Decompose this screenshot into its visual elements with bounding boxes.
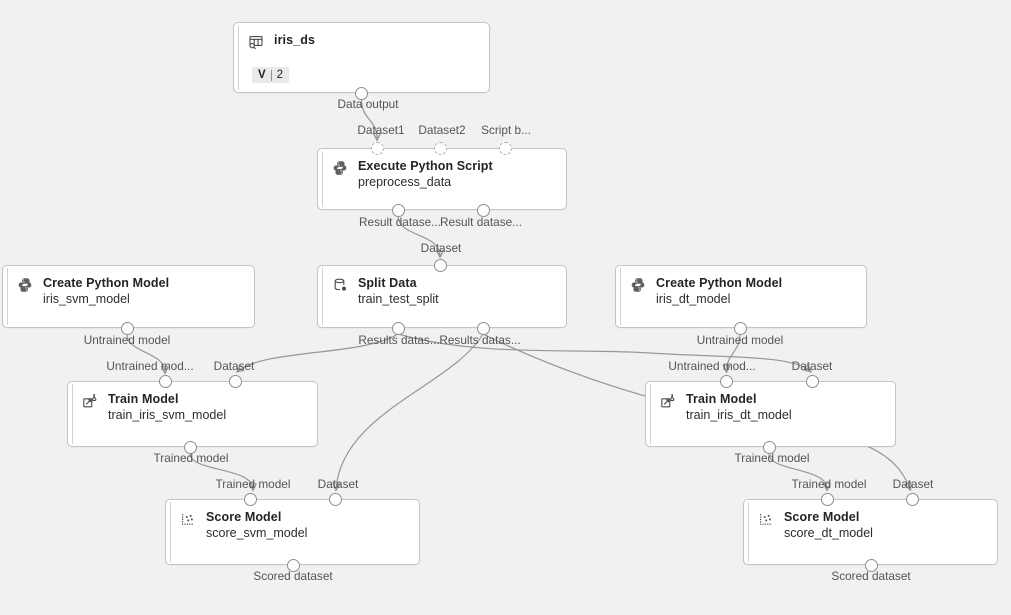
port-split-dataset-input[interactable] xyxy=(433,258,447,272)
edge-split1-to-trainsvm[interactable] xyxy=(238,333,399,371)
port-trainsvm-trained-output[interactable] xyxy=(183,440,197,454)
python-icon xyxy=(630,277,646,293)
edge-split2-to-scoresvm[interactable] xyxy=(336,333,484,489)
port-label-untrained-mod: Untrained mod... xyxy=(668,359,756,373)
port-irisds-data-output[interactable] xyxy=(355,86,368,100)
score-model-icon xyxy=(758,511,774,527)
python-icon xyxy=(17,277,33,293)
port-label-dataset: Dataset xyxy=(892,477,934,491)
node-subtitle: iris_svm_model xyxy=(43,292,130,306)
port-label-dataset: Dataset xyxy=(420,241,462,255)
node-subtitle: preprocess_data xyxy=(358,175,452,189)
node-score-model-svm[interactable]: Score Model score_svm_model xyxy=(165,499,420,565)
port-scoredt-dataset-input[interactable] xyxy=(905,492,919,506)
dataset-icon xyxy=(248,34,264,50)
node-title: Execute Python Script xyxy=(358,159,493,173)
train-model-icon xyxy=(660,393,676,409)
port-trainsvm-dataset-input[interactable] xyxy=(228,374,242,388)
port-traindt-dataset-input[interactable] xyxy=(805,374,819,388)
edge-split1-to-traindt[interactable] xyxy=(397,333,810,371)
port-execute-dataset1-input[interactable] xyxy=(370,141,384,155)
port-execute-dataset2-input[interactable] xyxy=(433,141,447,155)
node-execute-python-script[interactable]: Execute Python Script preprocess_data xyxy=(317,148,567,210)
port-label-result-dataset2: Result datase... xyxy=(440,215,522,229)
port-traindt-untrained-input[interactable] xyxy=(719,374,733,388)
node-title: Train Model xyxy=(686,392,757,406)
port-label-dataset: Dataset xyxy=(317,477,359,491)
port-label-data-output: Data output xyxy=(337,97,399,111)
port-createdt-untrained-output[interactable] xyxy=(733,321,747,335)
port-scoresvm-trained-input[interactable] xyxy=(243,492,257,506)
node-title: Split Data xyxy=(358,276,417,290)
node-title: Create Python Model xyxy=(43,276,170,290)
version-badge[interactable]: V 2 xyxy=(252,67,290,83)
node-subtitle: train_test_split xyxy=(358,292,439,306)
version-badge-divider xyxy=(270,69,272,81)
node-iris-ds[interactable]: iris_ds V 2 xyxy=(233,22,490,93)
node-split-data[interactable]: Split Data train_test_split xyxy=(317,265,567,328)
port-traindt-trained-output[interactable] xyxy=(762,440,776,454)
node-subtitle: iris_dt_model xyxy=(656,292,731,306)
port-label-results-dataset1: Results datas... xyxy=(358,333,440,347)
port-label-dataset: Dataset xyxy=(791,359,833,373)
node-create-python-model-svm[interactable]: Create Python Model iris_svm_model xyxy=(2,265,255,328)
version-badge-label: V xyxy=(258,69,266,81)
node-train-model-svm[interactable]: Train Model train_iris_svm_model xyxy=(67,381,318,447)
port-label-untrained-mod: Untrained mod... xyxy=(106,359,194,373)
node-title: Score Model xyxy=(784,510,860,524)
node-title: iris_ds xyxy=(274,33,316,47)
port-execute-result2-output[interactable] xyxy=(476,203,490,217)
version-badge-value: 2 xyxy=(276,69,284,81)
port-label-untrained-model: Untrained model xyxy=(696,333,784,347)
port-execute-result1-output[interactable] xyxy=(391,203,405,217)
port-label-trained-model: Trained model xyxy=(215,477,291,491)
port-execute-script-bundle-input[interactable] xyxy=(498,141,512,155)
edge-traindt-to-scoredt[interactable] xyxy=(768,453,827,490)
port-label-dataset2: Dataset2 xyxy=(418,123,466,137)
split-data-icon xyxy=(332,277,348,293)
port-scoredt-trained-input[interactable] xyxy=(820,492,834,506)
port-label-script-bundle: Script b... xyxy=(481,123,531,137)
node-subtitle: score_svm_model xyxy=(206,526,308,540)
port-scoredt-scored-output[interactable] xyxy=(864,558,878,572)
port-label-result-dataset1: Result datase... xyxy=(359,215,441,229)
node-subtitle: score_dt_model xyxy=(784,526,873,540)
edge-trainsvm-to-scoresvm[interactable] xyxy=(189,453,253,490)
port-label-scored-dataset: Scored dataset xyxy=(253,569,333,583)
port-label-dataset: Dataset xyxy=(213,359,255,373)
train-model-icon xyxy=(82,393,98,409)
port-label-trained-model: Trained model xyxy=(734,451,810,465)
port-label-results-dataset2: Results datas... xyxy=(439,333,521,347)
port-label-scored-dataset: Scored dataset xyxy=(831,569,911,583)
port-label-trained-model: Trained model xyxy=(791,477,867,491)
edge-createdt-to-traindt[interactable] xyxy=(727,333,741,371)
port-label-untrained-model: Untrained model xyxy=(83,333,171,347)
score-model-icon xyxy=(180,511,196,527)
node-title: Score Model xyxy=(206,510,282,524)
node-create-python-model-dt[interactable]: Create Python Model iris_dt_model xyxy=(615,265,867,328)
port-scoresvm-scored-output[interactable] xyxy=(286,558,300,572)
edge-irisds-to-execute[interactable] xyxy=(360,99,378,140)
node-subtitle: train_iris_svm_model xyxy=(108,408,227,422)
port-split-results2-output[interactable] xyxy=(476,321,490,335)
port-label-dataset1: Dataset1 xyxy=(357,123,405,137)
port-trainsvm-untrained-input[interactable] xyxy=(158,374,172,388)
edge-execute-to-split[interactable] xyxy=(397,215,440,256)
port-scoresvm-dataset-input[interactable] xyxy=(328,492,342,506)
node-title: Create Python Model xyxy=(656,276,783,290)
port-createsvm-untrained-output[interactable] xyxy=(120,321,134,335)
node-subtitle: train_iris_dt_model xyxy=(686,408,792,422)
python-icon xyxy=(332,160,348,176)
edge-createsvm-to-trainsvm[interactable] xyxy=(126,333,165,372)
node-score-model-dt[interactable]: Score Model score_dt_model xyxy=(743,499,998,565)
node-title: Train Model xyxy=(108,392,179,406)
port-label-trained-model: Trained model xyxy=(153,451,229,465)
port-split-results1-output[interactable] xyxy=(391,321,405,335)
node-train-model-dt[interactable]: Train Model train_iris_dt_model xyxy=(645,381,896,447)
